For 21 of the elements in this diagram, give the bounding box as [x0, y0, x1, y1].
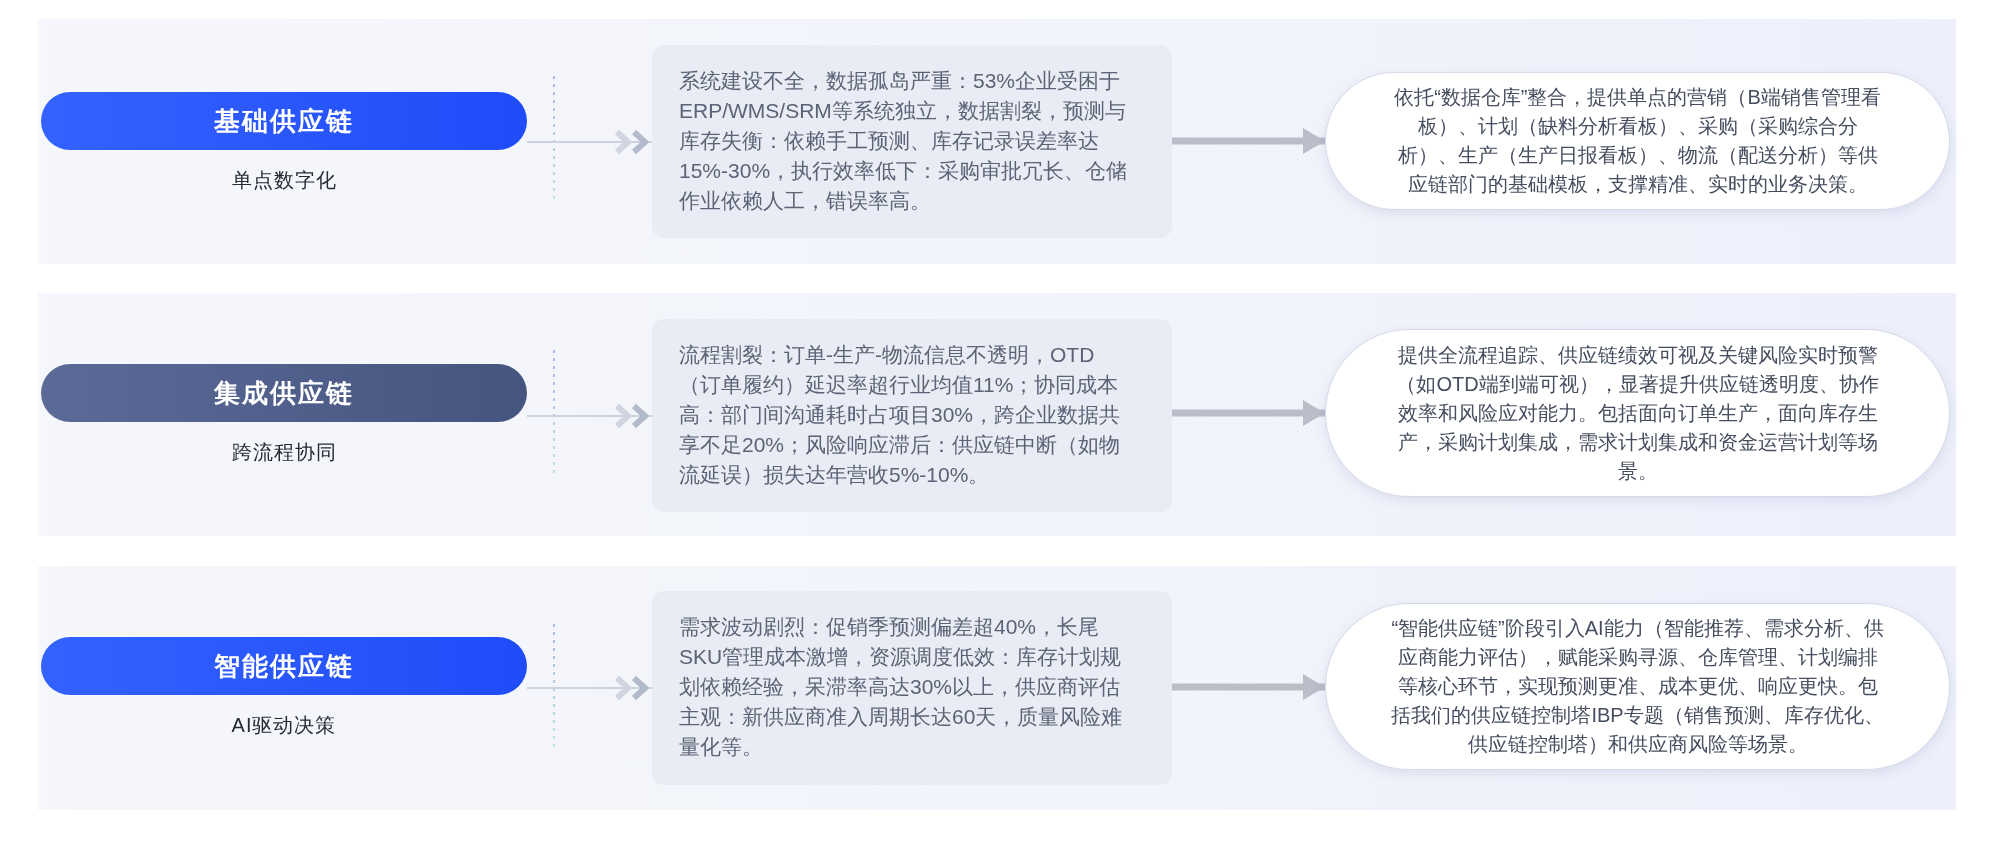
- stage-pill: 基础供应链: [41, 92, 527, 150]
- chevron-arrow: [526, 129, 653, 155]
- problem-box: 流程割裂：订单-生产-物流信息不透明，OTD（订单履约）延迟率超行业均值11%；协同成本高：部门间沟通耗时占项目30%，跨企业数据共享不足20%；风险响应滞后：供应链中断（如物流延误）损失达年营收5%-10%。: [652, 319, 1172, 512]
- solution-box: “智能供应链”阶段引入AI能力（智能推荐、需求分析、供应商能力评估），赋能采购寻源、仓库管理、计划编排等核心环节，实现预测更准、成本更优、响应更快。包括我们的供应链控制塔IBP专题（销售预测、库存优化、供应链控制塔）和供应商风险等场景。: [1325, 603, 1950, 770]
- stage-subtitle: AI驱动决策: [231, 713, 337, 738]
- problem-box: 系统建设不全，数据孤岛严重：53%企业受困于ERP/WMS/SRM等系统独立，数据割裂，预测与库存失衡：依赖手工预测、库存记录误差率达15%-30%，执行效率低下：采购审批冗长、仓储作业依赖人工，错误率高。: [652, 45, 1172, 238]
- arrow: [1172, 674, 1325, 700]
- solution-box: 提供全流程追踪、供应链绩效可视及关键风险实时预警（如OTD端到端可视），显著提升供应链透明度、协作效率和风险应对能力。包括面向订单生产，面向库存生产，采购计划集成，需求计划集成和资金运营计划等场景。: [1325, 329, 1950, 497]
- stage-pill: 集成供应链: [41, 364, 527, 422]
- arrow: [1172, 128, 1325, 154]
- chevron-arrow: [526, 403, 653, 429]
- stage-pill: 智能供应链: [41, 637, 527, 695]
- problem-box: 需求波动剧烈：促销季预测偏差超40%，长尾SKU管理成本激增，资源调度低效：库存计划规划依赖经验，呆滞率高达30%以上，供应商评估主观：新供应商准入周期长达60天，质量风险难量化等。: [652, 591, 1172, 785]
- row-panel: [38, 19, 1956, 264]
- row-panel: [38, 566, 1956, 810]
- row-panel: [38, 293, 1956, 536]
- stage-subtitle: 跨流程协同: [231, 440, 337, 465]
- solution-box: 依托“数据仓库”整合，提供单点的营销（B端销售管理看板）、计划（缺料分析看板）、采购（采购综合分析）、生产（生产日报看板）、物流（配送分析）等供应链部门的基础模板，支撑精准、实时的业务决策。: [1325, 72, 1950, 210]
- chevron-arrow: [526, 675, 653, 701]
- arrow: [1172, 400, 1325, 426]
- stage-subtitle: 单点数字化: [231, 168, 337, 193]
